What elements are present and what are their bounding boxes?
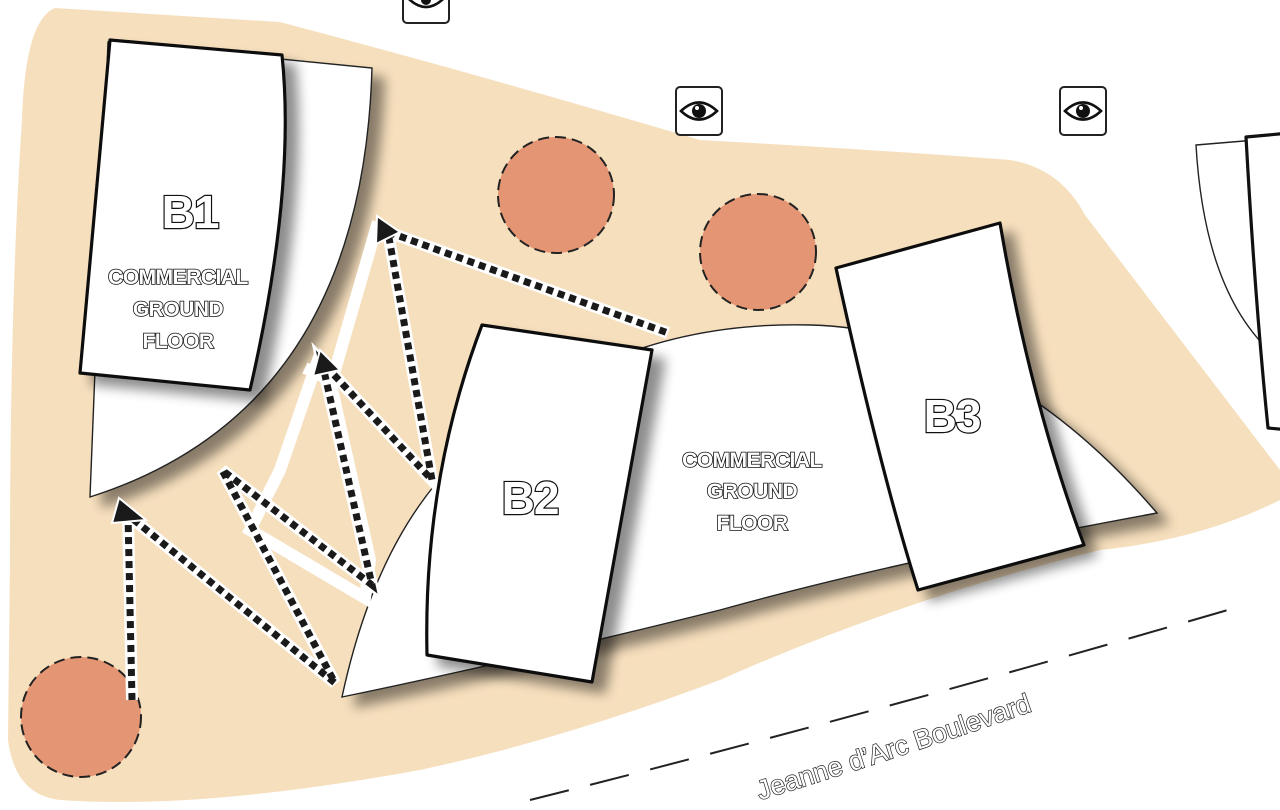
viewpoint-icon-right bbox=[1059, 86, 1107, 136]
tree-canopy-3 bbox=[20, 656, 142, 778]
building-b3 bbox=[834, 221, 1086, 592]
b2-label: B2 bbox=[502, 472, 559, 524]
arrowhead-3 bbox=[374, 214, 402, 246]
viewpoint-icon-top bbox=[402, 0, 450, 24]
b1-use-line2: GROUND bbox=[133, 298, 224, 321]
street-edge-line bbox=[529, 604, 1246, 801]
b1-label: B1 bbox=[162, 186, 219, 238]
tree-canopy-2 bbox=[699, 193, 817, 311]
street-name: Jeanne d’Arc Boulevard bbox=[753, 688, 1035, 805]
podium-use-line1: COMMERCIAL bbox=[682, 449, 822, 472]
arrowhead-1 bbox=[110, 496, 149, 525]
podium-use-line2: GROUND bbox=[707, 480, 798, 503]
b3-label: B3 bbox=[924, 390, 981, 442]
edge-building bbox=[1244, 132, 1280, 431]
podium-use-line3: FLOOR bbox=[717, 512, 788, 535]
b1-use-line3: FLOOR bbox=[143, 330, 214, 353]
viewpoint-icon-middle bbox=[675, 86, 723, 136]
building-b2 bbox=[425, 323, 654, 684]
b1-use-line1: COMMERCIAL bbox=[108, 266, 248, 289]
circulation-path-main bbox=[110, 214, 671, 701]
building-b1 bbox=[78, 38, 287, 392]
tree-canopy-1 bbox=[497, 136, 615, 254]
arrowhead-2 bbox=[311, 348, 342, 378]
